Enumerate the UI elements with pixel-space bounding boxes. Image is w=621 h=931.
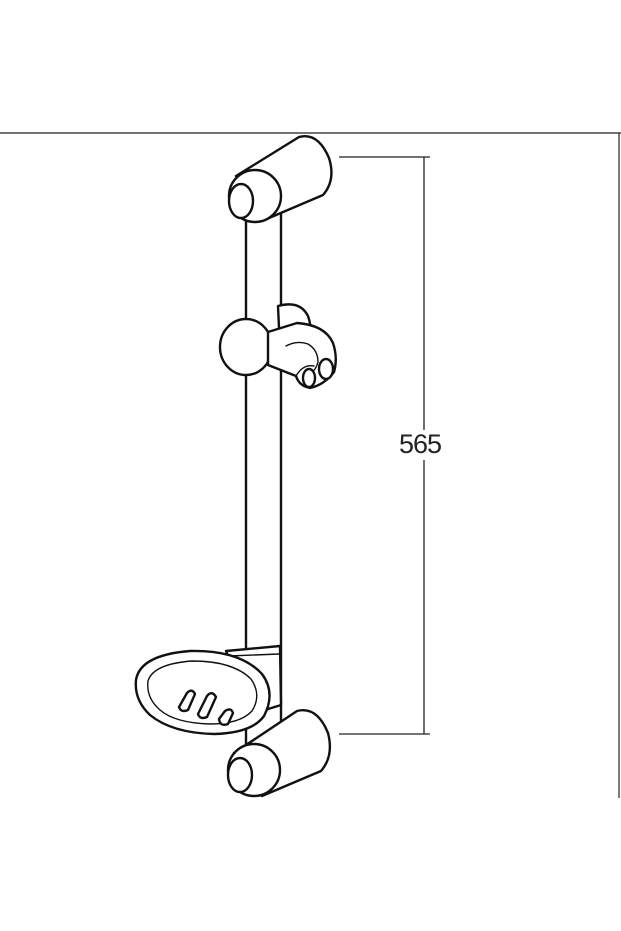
top-wall-bracket <box>227 135 333 224</box>
soap-dish-tray <box>134 649 271 736</box>
drawing-frame <box>0 132 621 798</box>
bottom-wall-bracket <box>226 709 332 798</box>
length-dimension: 565 <box>339 156 442 735</box>
soap-dish-drain-holes <box>177 689 235 727</box>
dimension-value: 565 <box>399 429 441 459</box>
holder-knob <box>218 317 274 377</box>
handset-holder <box>218 303 337 390</box>
soap-dish <box>134 644 283 736</box>
